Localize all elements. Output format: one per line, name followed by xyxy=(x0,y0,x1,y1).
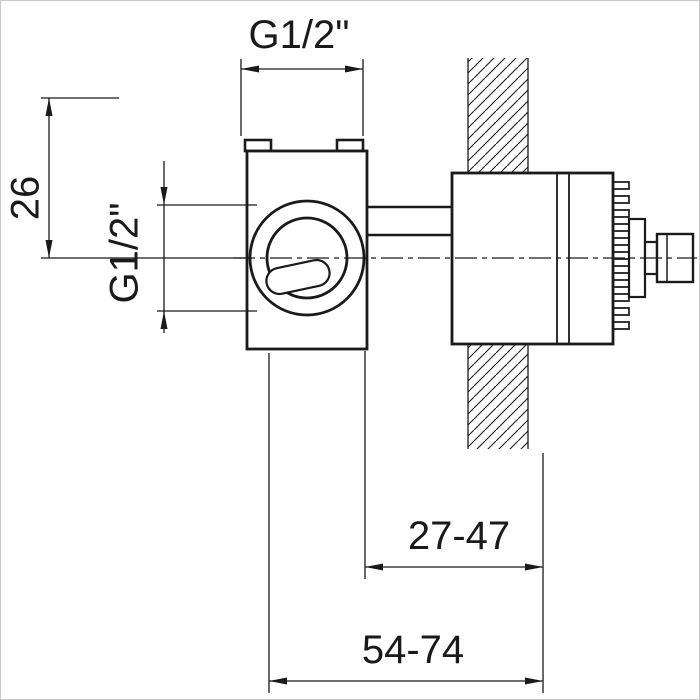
top-port-tab-left xyxy=(243,138,273,153)
wall-hatch-lower xyxy=(468,344,528,449)
dimension-offset-26: 26 xyxy=(4,97,249,259)
spline-serrations xyxy=(612,181,630,336)
arrow-down xyxy=(45,240,53,258)
depth-min-label: 27-47 xyxy=(408,514,510,558)
arrow-down xyxy=(160,187,168,205)
top-port-tab-right xyxy=(335,138,365,153)
depth-total-label: 54-74 xyxy=(362,628,464,672)
arrow-up xyxy=(160,311,168,329)
waterway-detail xyxy=(265,258,331,296)
dimension-side-port: G1/2" xyxy=(103,161,257,333)
arrow-up xyxy=(45,98,53,116)
dimension-top-port: G1/2" xyxy=(240,13,364,136)
dimension-depth-54-74: 54-74 xyxy=(268,353,543,693)
side-port-label: G1/2" xyxy=(103,203,147,304)
offset-label: 26 xyxy=(4,176,48,221)
wall-section xyxy=(467,58,529,449)
arrow-right xyxy=(525,677,543,685)
dimension-depth-27-47: 27-47 xyxy=(364,351,544,693)
arrow-left xyxy=(365,563,383,571)
arrow-left xyxy=(269,677,287,685)
top-port-label: G1/2" xyxy=(249,13,350,57)
arrow-left xyxy=(241,65,259,73)
arrow-right xyxy=(345,65,363,73)
arrow-right xyxy=(525,563,543,571)
wall-hatch-upper xyxy=(468,58,528,173)
